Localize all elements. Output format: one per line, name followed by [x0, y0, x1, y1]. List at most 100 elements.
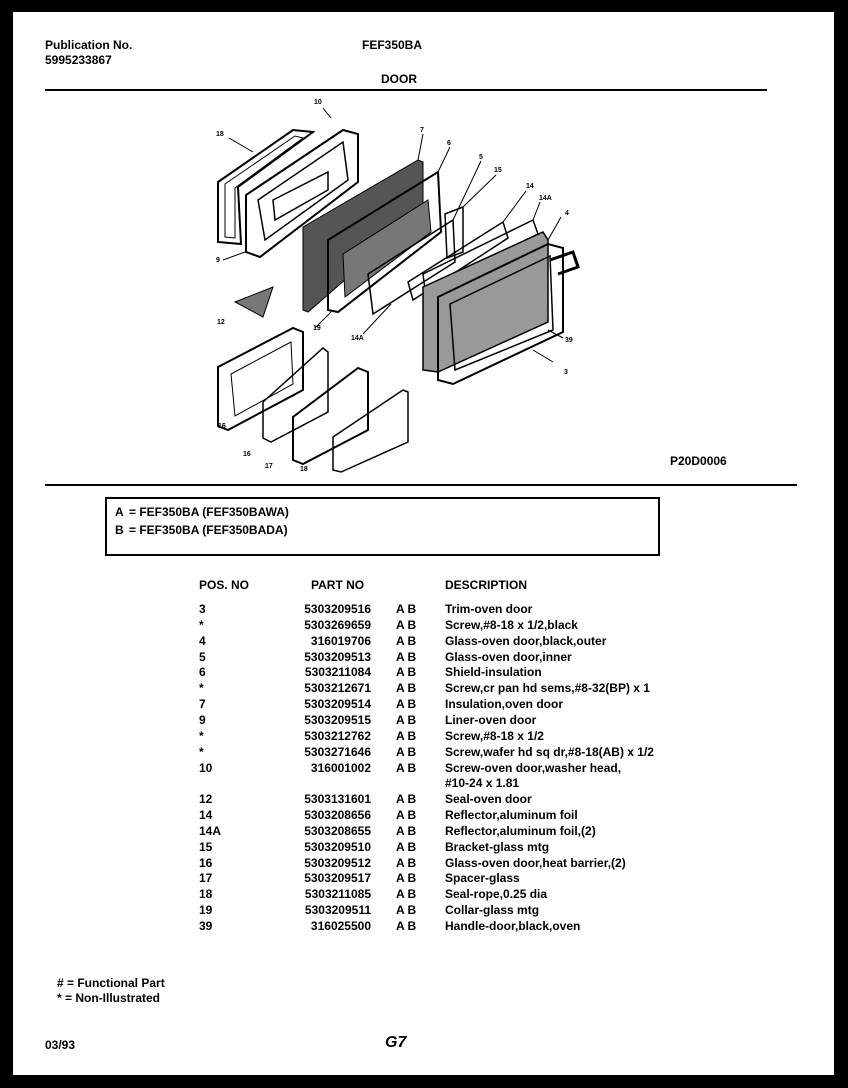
models-cell: A B: [396, 649, 417, 664]
part-number-cell: 5303209516: [304, 602, 371, 616]
pos-cell: 9: [199, 712, 206, 727]
footer-date: 03/93: [45, 1038, 76, 1052]
callout-label: 18: [300, 466, 308, 473]
description-cell: Screw,wafer hd sq dr,#8-18(AB) x 1/2: [445, 744, 654, 759]
models-cell: A B: [396, 602, 417, 616]
models-cell: A B: [396, 617, 417, 632]
header-rule: [45, 89, 767, 91]
callout-label: 18: [216, 131, 224, 138]
part-number-cell: 316001002: [310, 760, 371, 775]
part-number-cell: 5303209512: [304, 855, 371, 870]
models-cell: A B: [396, 681, 417, 696]
models-cell: A B: [396, 633, 417, 648]
col-header-desc: DESCRIPTION: [445, 578, 528, 592]
col-header-part: PART NO: [311, 578, 365, 592]
table-row: 10 316001002 A B Screw-oven door,washer hea…: [13, 761, 834, 777]
pos-cell: 19: [199, 903, 213, 918]
models-cell: A B: [396, 744, 417, 759]
description-cell: Trim-oven door: [445, 602, 533, 616]
description-cell: Insulation,oven door: [445, 697, 564, 712]
part-number-cell: 5303211085: [304, 887, 371, 902]
description-cell: Seal-rope,0.25 dia: [445, 887, 548, 902]
diagram-code: P20D0006: [670, 454, 727, 468]
model-legend: A = FEF350BA (FEF350BAWA) B = FEF350BA (…: [105, 497, 660, 556]
footnote-non-illustrated: * = Non-Illustrated: [57, 991, 161, 1005]
callout-label: 5: [479, 154, 483, 161]
model-number: FEF350BA: [362, 38, 423, 52]
part-number-cell: 5303212762: [304, 728, 371, 743]
callout-label: 3: [564, 369, 568, 376]
models-cell: A B: [396, 855, 417, 870]
description-cell: Bracket-glass mtg: [445, 839, 550, 854]
table-row: 14A 5303208655 A B Reflector,aluminum foil,…: [13, 824, 834, 840]
description-cell: Screw,#8-18 x 1/2,black: [445, 617, 578, 632]
models-cell: A B: [396, 903, 417, 918]
part-number-cell: 5303209514: [304, 697, 371, 712]
description-cell: Screw,#8-18 x 1/2: [445, 728, 544, 743]
part-number-cell: 5303209510: [304, 839, 371, 854]
legend-letter-a: A: [115, 505, 124, 519]
description-cell: Handle-door,black,oven: [445, 919, 581, 933]
table-row: 15 5303209510 A B Bracket-glass mtg: [13, 840, 834, 856]
description-cell: Glass-oven door,heat barrier,(2): [445, 855, 626, 870]
description-cell: Shield-insulation: [445, 665, 542, 680]
pos-cell: *: [199, 744, 204, 759]
part-number-cell: 5303209511: [304, 903, 371, 918]
part-number-cell: 5303211084: [304, 665, 371, 680]
description-cell: Liner-oven door: [445, 712, 537, 727]
pos-cell: 14: [199, 808, 213, 823]
models-cell: A B: [396, 792, 417, 807]
description-cell: Reflector,aluminum foil,(2): [445, 823, 596, 838]
description-cell: Seal-oven door: [445, 792, 532, 807]
models-cell: A B: [396, 871, 417, 886]
callout-label: 17: [265, 463, 273, 470]
part-number-cell: 5303209515: [304, 712, 371, 727]
models-cell: A B: [396, 839, 417, 854]
pos-cell: *: [199, 728, 204, 743]
exploded-door-diagram: 10 18 7 9 6 5 15 14 14A 4 19 12 14A 39 3…: [216, 99, 580, 473]
description-cell: Screw-oven door,washer head,: [445, 760, 622, 775]
callout-label: 14: [526, 183, 534, 190]
footnote-functional: # = Functional Part: [57, 976, 165, 990]
pos-cell: 18: [199, 887, 213, 902]
pos-cell: 12: [199, 792, 213, 807]
callout-label: 14A: [351, 335, 364, 342]
callout-label: 16: [218, 423, 226, 430]
models-cell: A B: [396, 808, 417, 823]
description-cell: Glass-oven door,black,outer: [445, 633, 607, 648]
pos-cell: 39: [199, 919, 213, 933]
models-cell: A B: [396, 697, 417, 712]
legend-text-b: = FEF350BA (FEF350BADA): [129, 523, 288, 537]
models-cell: A B: [396, 823, 417, 838]
models-cell: A B: [396, 760, 417, 775]
part-number-cell: 5303212671: [304, 681, 371, 696]
models-cell: A B: [396, 728, 417, 743]
pos-cell: 6: [199, 665, 206, 680]
callout-label: 7: [420, 127, 424, 134]
pos-cell: 10: [199, 760, 213, 775]
part-number-cell: 316019706: [310, 633, 371, 648]
pos-cell: 14A: [199, 823, 222, 838]
pos-cell: *: [199, 681, 204, 696]
catalog-page: Publication No. 5995233867 FEF350BA DOOR: [13, 12, 834, 1075]
table-row: * 5303212762 A B Screw,#8-18 x 1/2: [13, 729, 834, 745]
publication-label: Publication No.: [45, 38, 133, 52]
part-number-cell: 5303208655: [304, 823, 371, 838]
section-title: DOOR: [381, 72, 417, 86]
pos-cell: 5: [199, 649, 206, 664]
models-cell: A B: [396, 919, 417, 933]
pos-cell: 15: [199, 839, 213, 854]
part-number-cell: 5303208656: [304, 808, 371, 823]
